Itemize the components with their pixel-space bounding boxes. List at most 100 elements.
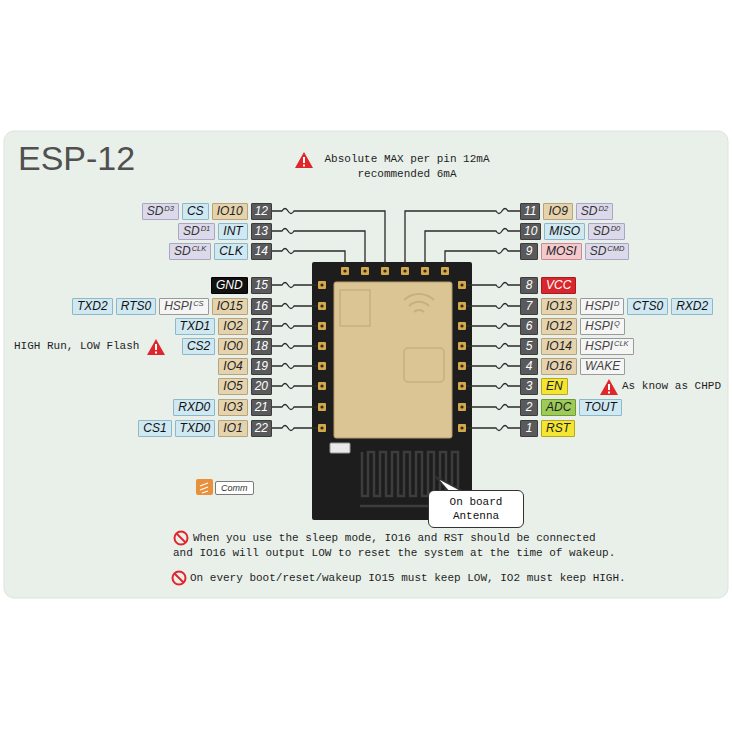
- pin-tag: SDCLK: [169, 243, 211, 260]
- pin-tag: EN: [541, 378, 568, 395]
- pin-tag: 6: [520, 318, 538, 335]
- pin-label: 10: [524, 225, 537, 237]
- note: On every boot/reset/wakeup IO15 must kee…: [190, 571, 626, 586]
- pin-tag: SDD1: [178, 223, 215, 240]
- pin-label: EN: [546, 380, 563, 392]
- pin-function-suffix: CLK: [192, 245, 207, 253]
- pin-tag: IO16: [541, 358, 577, 375]
- pad: [401, 267, 409, 275]
- warning-mark: [155, 344, 157, 350]
- pin-tag: 15: [251, 277, 272, 294]
- pin-label: WAKE: [585, 360, 620, 372]
- pin-label: GND: [216, 279, 243, 291]
- pin-tag: IO1: [218, 420, 247, 437]
- pad: [458, 281, 466, 289]
- pin-tag: IO2: [218, 318, 247, 335]
- pad: [458, 281, 466, 289]
- pin-label: INT: [223, 225, 242, 237]
- pin-tag: 17: [251, 318, 272, 335]
- pin-tag: TXD1: [175, 318, 216, 335]
- pin-label: VCC: [546, 279, 571, 291]
- pad-hole: [403, 269, 406, 272]
- callout-box: On board Antenna: [428, 490, 524, 528]
- pin-wire: [466, 364, 520, 369]
- note: When you use the sleep mode, IO16 and RS…: [173, 531, 618, 561]
- pin-tag: RST: [541, 420, 575, 437]
- pad: [318, 403, 326, 411]
- pin-function-suffix: CMD: [607, 245, 624, 253]
- pin-label: RXD2: [676, 300, 708, 312]
- pad: [381, 267, 389, 275]
- warning-triangle: [147, 339, 165, 355]
- pad-hole: [343, 269, 346, 272]
- warning-triangle: [600, 379, 618, 395]
- pad-hole: [320, 405, 323, 408]
- pin-tag: CS: [182, 203, 209, 220]
- pad: [318, 342, 326, 350]
- pin-wire: [466, 304, 520, 309]
- pin-label: 9: [526, 245, 533, 257]
- pin-tag: IO14: [541, 338, 577, 355]
- pin-function-suffix: D0: [611, 225, 621, 233]
- pad: [318, 382, 326, 390]
- pad: [458, 322, 466, 330]
- pin-tag: VCC: [541, 277, 576, 294]
- pin-tag: 20: [251, 378, 272, 395]
- comm-icon: [196, 479, 213, 495]
- pin-tag: IO3: [218, 399, 247, 416]
- pad: [318, 281, 326, 289]
- pad: [361, 267, 369, 275]
- pin-wire: [272, 304, 318, 309]
- pin-label: RTS0: [121, 300, 151, 312]
- pin-label: IO10: [217, 205, 243, 217]
- pin-label: IO16: [546, 360, 572, 372]
- pin-function-suffix: D2: [598, 205, 608, 213]
- pin-tag: RTS0: [116, 298, 156, 315]
- pcb: [312, 262, 472, 520]
- pad-hole: [460, 304, 463, 307]
- pin-label: RST: [546, 422, 570, 434]
- pin-wire: [405, 209, 520, 267]
- pad-hole: [363, 269, 366, 272]
- pin-wires: [272, 209, 520, 431]
- pin-wire: [466, 283, 520, 288]
- pad: [441, 267, 449, 275]
- pin-tag: MOSI: [541, 243, 582, 260]
- pad: [318, 302, 326, 310]
- pin-tag: IO0: [218, 338, 247, 355]
- pin-tag: 21: [251, 399, 272, 416]
- pin-label: CLK: [219, 245, 242, 257]
- pad-hole: [320, 384, 323, 387]
- pad: [421, 267, 429, 275]
- pin-tag: SDCMD: [585, 243, 630, 260]
- pad: [401, 267, 409, 275]
- pad-hole: [460, 283, 463, 286]
- pin-tag: 11: [520, 203, 540, 220]
- pin-label: MOSI: [546, 245, 577, 257]
- led: [330, 443, 350, 453]
- pin-tag: TXD2: [72, 298, 113, 315]
- pin-tag: 8: [520, 277, 538, 294]
- pin-tag: 19: [251, 358, 272, 375]
- pad: [318, 302, 326, 310]
- wifi-logo: [404, 348, 444, 382]
- pin-tag: TOUT: [579, 399, 621, 416]
- pin-tag: INT: [218, 223, 247, 240]
- pin-wire: [272, 229, 365, 267]
- pin-label: IO13: [546, 300, 572, 312]
- pad: [458, 362, 466, 370]
- pad: [458, 382, 466, 390]
- pad: [318, 342, 326, 350]
- pad-hole: [320, 304, 323, 307]
- pin-tag: IO15: [212, 298, 248, 315]
- pin-wire: [466, 324, 520, 329]
- pad-hole: [460, 426, 463, 429]
- pin-tag: IO13: [541, 298, 577, 315]
- pin-label: IO3: [223, 401, 242, 413]
- pin-label: 21: [255, 401, 268, 413]
- pin-tag: 10: [520, 223, 541, 240]
- pin-pads: [318, 267, 466, 432]
- module: [312, 262, 472, 520]
- pin-wire: [272, 324, 318, 329]
